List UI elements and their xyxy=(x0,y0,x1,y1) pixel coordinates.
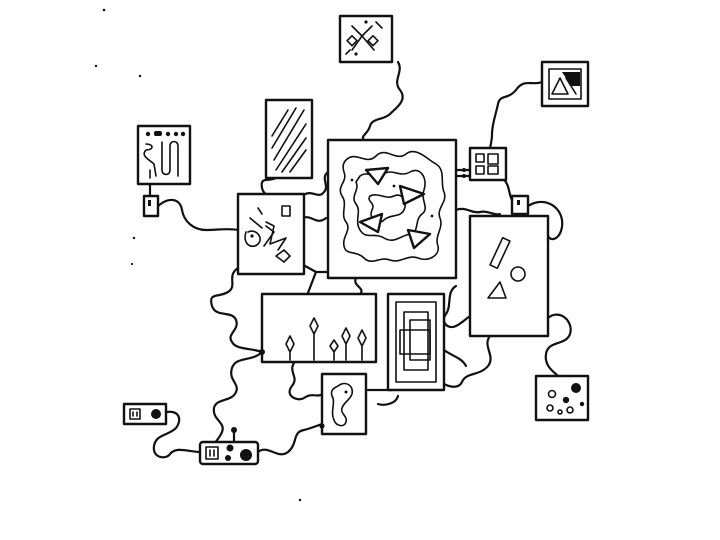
panel-face xyxy=(236,192,306,276)
cable-center-tall xyxy=(442,284,476,329)
panel-lamps-border xyxy=(260,292,378,364)
cable-lamp-bottom xyxy=(288,358,324,401)
cable-network-portrait xyxy=(366,388,400,406)
frame-x-pattern xyxy=(338,14,394,64)
cable-tall-network xyxy=(442,334,492,388)
cable-face-center xyxy=(300,170,330,198)
plug-small-left xyxy=(142,194,160,218)
cable-lamp-strip xyxy=(211,350,264,454)
power-strip xyxy=(198,427,260,466)
cable-outlet-strip xyxy=(152,410,202,459)
panel-shapes xyxy=(468,214,550,338)
cables xyxy=(148,60,572,459)
panel-hatched xyxy=(264,98,314,180)
cable-center-lamp xyxy=(354,276,363,296)
frame-abstract-square xyxy=(540,60,590,108)
cable-plug-face xyxy=(154,198,240,232)
cable-network-side xyxy=(442,348,468,368)
stray-specks xyxy=(94,8,302,502)
cable-strip-portrait xyxy=(256,422,324,456)
cable-tall-bubbles xyxy=(544,313,572,378)
cable-face-center-2 xyxy=(300,216,328,222)
cable-top-frame xyxy=(361,60,404,142)
frame-nested-border xyxy=(386,292,446,392)
cable-face-lamp xyxy=(210,266,264,354)
panel-central-squiggle xyxy=(326,138,458,280)
wall-outlet xyxy=(122,402,168,426)
router-box xyxy=(462,146,508,182)
panel-shapes-border xyxy=(468,214,550,338)
cable-center-tall-top xyxy=(454,207,502,216)
panel-central-border xyxy=(326,138,458,280)
cable-plug-tall xyxy=(526,200,564,241)
plug-small-right xyxy=(510,194,530,216)
frame-bubbles xyxy=(534,374,590,422)
panel-face-border xyxy=(236,192,306,276)
cable-right-frame xyxy=(488,80,544,152)
panel-maze xyxy=(136,124,192,186)
frame-nested-rects xyxy=(386,292,446,392)
panel-lamps xyxy=(259,292,378,364)
frame-portrait xyxy=(319,372,368,436)
cable-router-plug xyxy=(500,176,514,202)
